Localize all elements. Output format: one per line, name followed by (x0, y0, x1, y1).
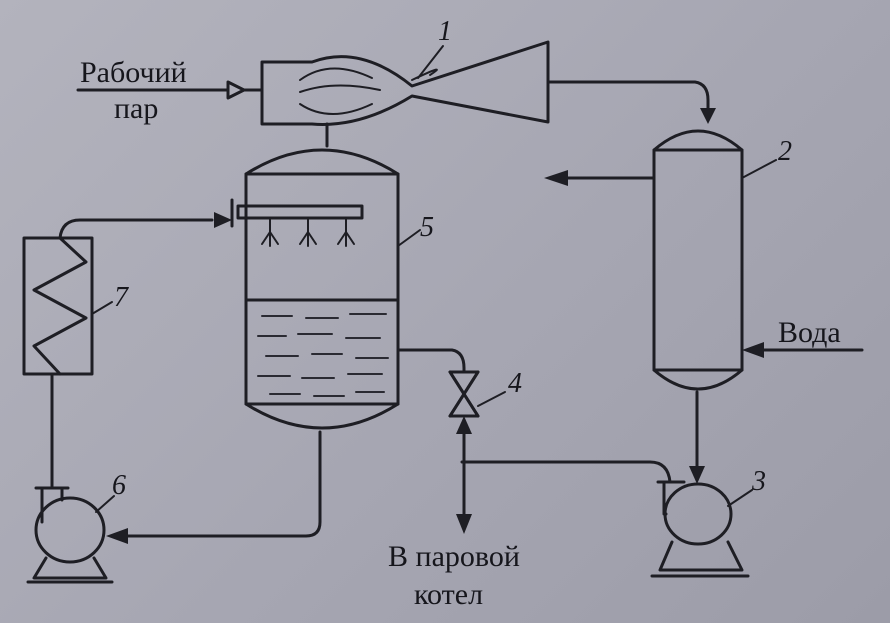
ejector-body (260, 40, 550, 126)
leader-5 (397, 229, 421, 247)
spray-header (236, 204, 364, 220)
number-condenser: 2 (778, 136, 792, 167)
pump-3-inlet-arrow (689, 466, 705, 484)
heater-7 (22, 236, 113, 376)
heater-to-spray-line (58, 218, 214, 240)
evaporator-to-pump-6-line (126, 430, 322, 538)
label-water: Вода (778, 316, 841, 349)
boiler-line-down-arrow (456, 514, 472, 534)
heater-coil (32, 236, 88, 376)
pump-3-casing (663, 482, 733, 546)
label-working-steam-line2: пар (114, 92, 158, 125)
pump-6-base (32, 556, 108, 580)
condenser-vent-arrow (544, 170, 568, 186)
pump-3-discharge-line (460, 460, 672, 484)
number-evaporator: 5 (420, 212, 434, 243)
number-pump-right: 3 (751, 466, 766, 497)
leader-2 (741, 159, 777, 179)
pump-3 (650, 480, 753, 578)
evaporator-drain-line (396, 348, 466, 374)
pump-6-casing (34, 496, 106, 564)
spray-inlet-arrow (214, 212, 232, 228)
water-inlet-arrow (742, 342, 764, 358)
leader-6 (95, 495, 115, 513)
pump-6 (26, 486, 115, 584)
pump-3-base (658, 540, 744, 572)
number-pump-left: 6 (112, 470, 126, 501)
boiler-line-up-arrow (456, 416, 472, 434)
evaporator-shell (244, 148, 400, 430)
condenser-inlet-arrow (700, 108, 716, 124)
spray-nozzles (261, 217, 355, 247)
liquid-dashes (257, 313, 389, 397)
leader-1 (417, 45, 444, 79)
condenser-shell (652, 129, 744, 391)
number-heater: 7 (114, 282, 129, 313)
ejector-to-condenser-line (546, 80, 710, 114)
steam-ejector (76, 40, 550, 126)
steam-inlet-arrow (226, 80, 246, 100)
label-to-boiler: В паровой (388, 540, 520, 573)
number-valve: 4 (508, 368, 522, 399)
number-ejector: 1 (438, 16, 452, 47)
label-working-steam: Рабочий (80, 56, 187, 89)
evaporator-vessel (230, 148, 421, 430)
valve-4 (396, 348, 506, 418)
leader-4 (477, 391, 506, 407)
condenser-vessel (652, 129, 777, 391)
leader-7 (91, 301, 113, 315)
pump-6-inlet-arrow (106, 528, 128, 544)
leader-3 (727, 489, 753, 507)
label-to-boiler-line2: котел (414, 578, 483, 611)
